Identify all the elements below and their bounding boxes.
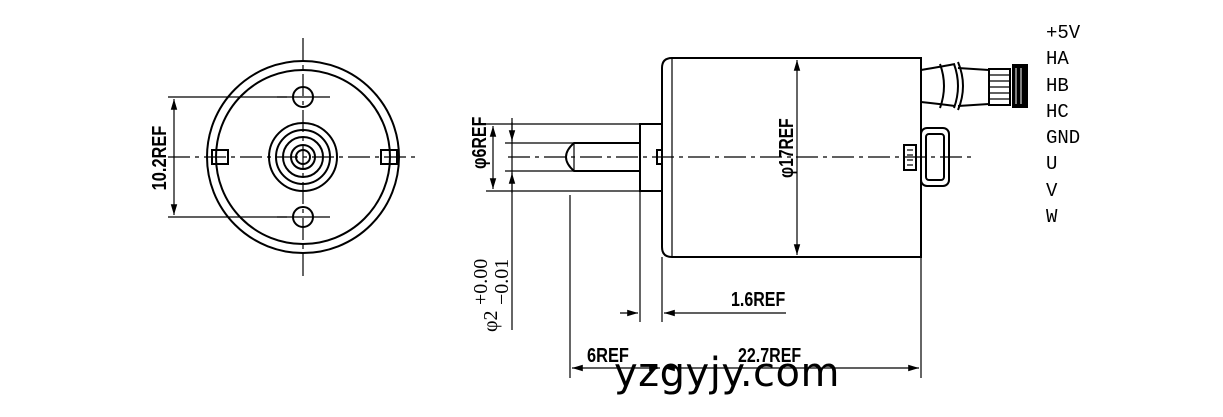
collar-diameter-dim: φ6REF (468, 117, 490, 169)
wire-label-v: V (1046, 179, 1058, 202)
shaft-tol-upper: +0.00 (470, 259, 492, 305)
body-length-dim: 22.7REF (738, 344, 801, 366)
wire-label-5v: +5V (1046, 22, 1081, 44)
rear-boss (920, 127, 950, 187)
cable-bundle (920, 61, 1028, 111)
wire-label-hc: HC (1046, 100, 1069, 123)
front-view: 10.2REF (147, 38, 420, 280)
wire-label-w: W (1046, 206, 1058, 229)
wire-label-ha: HA (1046, 48, 1069, 71)
wire-label-list: +5V HA HB HC GND U V W (1046, 20, 1080, 230)
hole-spacing-dim: 10.2REF (147, 126, 170, 191)
side-view: φ6REF φ2 +0.00 −0.01 φ17REF 1.6REF 6REF … (468, 57, 1028, 378)
connector-terminal (1012, 64, 1028, 108)
shaft-tol-lower: −0.01 (491, 259, 513, 305)
shaft-diameter-dim: φ2 (480, 310, 502, 332)
wire-label-u: U (1046, 153, 1058, 176)
shaft-length-dim: 6REF (587, 343, 629, 366)
wire-label-hb: HB (1046, 74, 1069, 97)
wire-label-gnd: GND (1046, 127, 1081, 150)
body-diameter-dim: φ17REF (775, 118, 797, 178)
collar-length-dim: 1.6REF (731, 288, 785, 310)
watermark-text: yzgyjy.com (614, 350, 840, 396)
